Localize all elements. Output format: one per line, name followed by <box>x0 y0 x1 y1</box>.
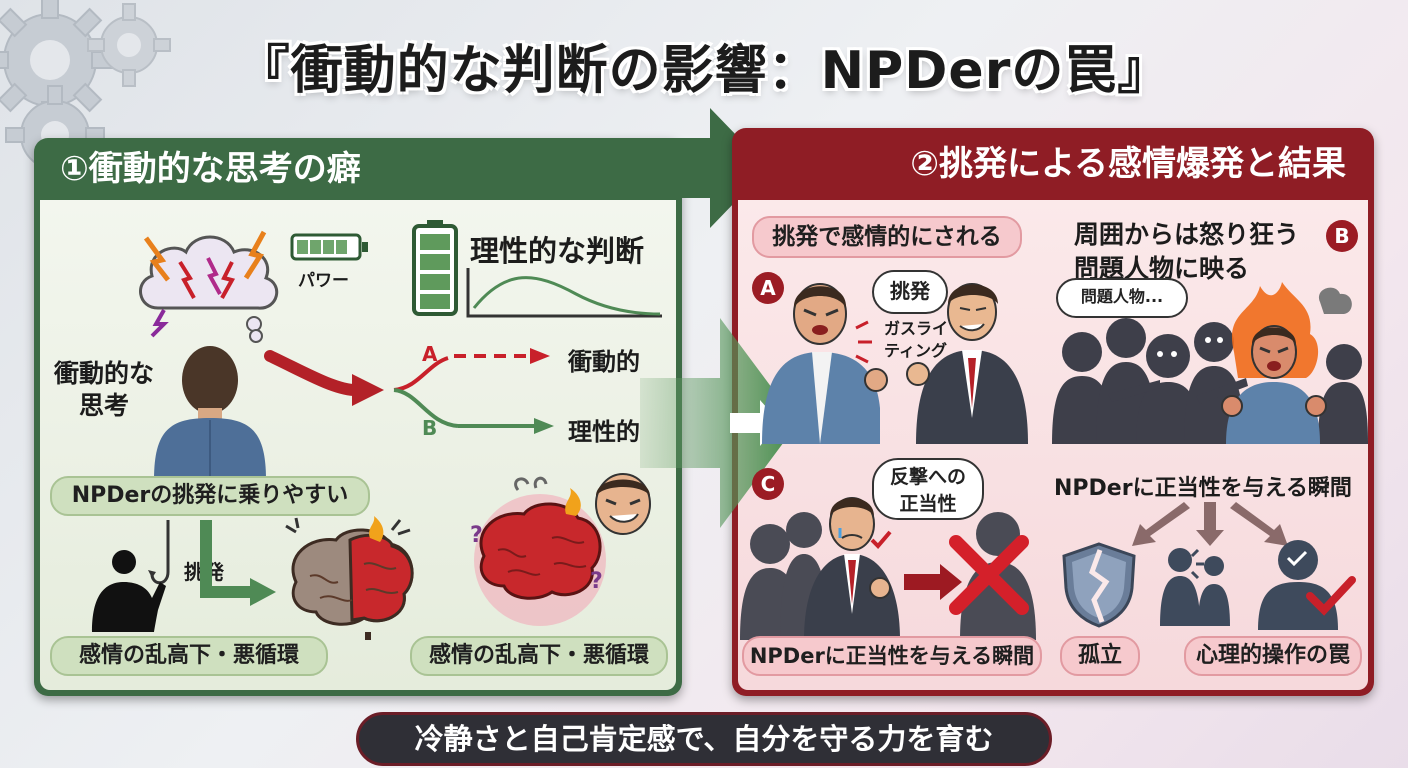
provoked-label: 挑発で感情的にされる <box>752 216 1022 258</box>
svg-text:?: ? <box>590 569 603 594</box>
battery-label: パワー <box>298 271 349 291</box>
gear-icon-large <box>0 0 115 125</box>
broken-shield-icon <box>1062 542 1136 628</box>
vulnerable-label: NPDerの挑発に乗りやすい <box>50 476 370 516</box>
cycle-label-right: 感情の乱高下・悪循環 <box>410 636 668 676</box>
manipulated-person-check-icon <box>1258 540 1356 630</box>
crowd-speech-bubble: 問題人物... <box>1056 278 1188 318</box>
path-b-letter: B <box>422 416 438 440</box>
justification-bubble: 反撃への 正当性 <box>872 458 984 520</box>
path-b-label: 理性的 <box>568 418 640 446</box>
psychological-trap-label: 心理的操作の罠 <box>1184 636 1362 676</box>
gear-icon-small <box>87 3 171 87</box>
thinking-person-figure <box>154 329 266 480</box>
path-a-letter: A <box>422 342 438 366</box>
provoke-speech-bubble: 挑発 <box>872 270 948 314</box>
scene-c-badge: C <box>752 468 784 500</box>
impulsive-thinker-label: 衝動的な 思考 <box>54 359 155 420</box>
legitimacy-moment-label: NPDerに正当性を与える瞬間 <box>742 636 1042 676</box>
svg-text:?: ? <box>470 523 483 548</box>
provocation-scene-figures <box>762 283 1028 444</box>
storm-cloud-icon <box>139 230 279 338</box>
accusing-crowd-figures <box>1052 282 1368 444</box>
decision-branch-arrows <box>264 348 554 434</box>
footer-message: 冷静さと自己肯定感で、自分を守る力を育む <box>356 712 1052 766</box>
legitimacy-moment-title: NPDerに正当性を与える瞬間 <box>1054 476 1352 501</box>
reason-label: 理性的な判断 <box>470 234 645 268</box>
page-title: 『衝動的な判断の影響：NPDerの罠』 <box>237 41 1171 101</box>
burning-brain-icon <box>285 516 414 640</box>
cycle-label-left: 感情の乱高下・悪循環 <box>50 636 328 676</box>
bait-arrow <box>200 520 276 606</box>
smirking-npder-face <box>595 473 651 535</box>
full-battery-icon <box>412 220 458 316</box>
fishing-hook-icon <box>92 520 170 632</box>
path-a-label: 衝動的 <box>568 348 640 376</box>
justification-scene-figures <box>740 497 1036 640</box>
isolated-person-icon <box>1160 548 1230 626</box>
scene-b-badge: B <box>1326 220 1358 252</box>
scene-a-badge: A <box>752 272 784 304</box>
seen-as-problem-label: 周囲からは怒り狂う 問題人物に映る <box>1074 220 1300 283</box>
gaslighting-label: ガスライ ティング <box>884 319 949 360</box>
right-panel-header: ②挑発による感情爆発と結果 <box>910 144 1346 184</box>
overheated-brain-icon: ? ? <box>470 476 606 626</box>
isolation-label: 孤立 <box>1060 636 1140 676</box>
reason-curve-graph <box>466 268 662 318</box>
low-battery-icon <box>290 233 368 261</box>
left-panel-header: ①衝動的な思考の癖 <box>60 149 361 189</box>
consequence-arrows <box>1132 502 1288 546</box>
